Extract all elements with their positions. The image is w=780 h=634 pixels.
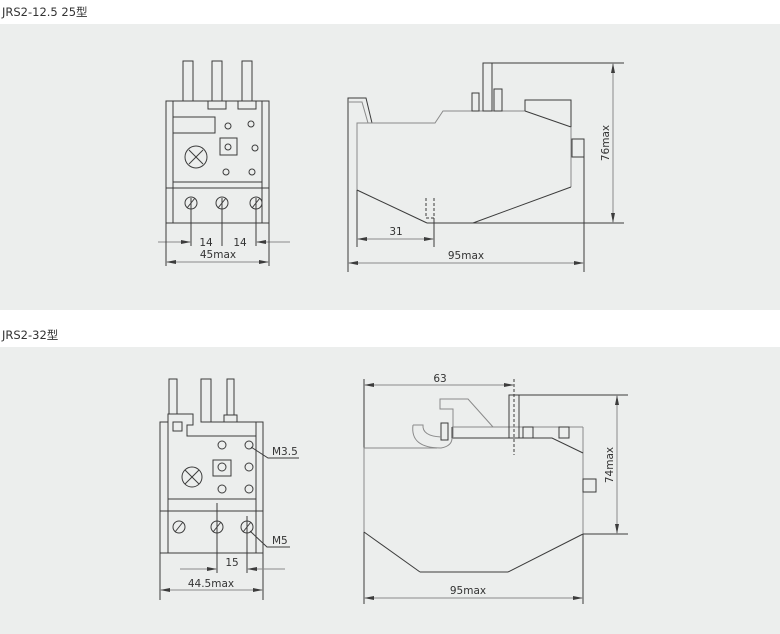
dim-depth: 95max xyxy=(450,585,486,597)
dim-offset: 63 xyxy=(433,373,446,385)
label-screw-m5: M5 xyxy=(272,535,288,547)
dim-width: 45max xyxy=(200,249,236,261)
front-view-jrs2-32: M3.5 M5 15 44.5max xyxy=(159,378,299,600)
drawing-panel-jrs2-32 xyxy=(0,347,780,634)
side-view-jrs2-12-5: 31 76max 95max xyxy=(347,62,624,272)
section-title-jrs2-32: JRS2-32型 xyxy=(2,328,59,342)
dim-offset: 31 xyxy=(389,226,402,238)
dim-height: 74max xyxy=(604,447,616,483)
dim-pitch: 15 xyxy=(225,557,238,569)
dim-pitch-2: 14 xyxy=(233,237,247,249)
front-view-jrs2-12-5: 14 14 45max xyxy=(158,60,290,266)
dim-depth: 95max xyxy=(448,250,484,262)
dim-height: 76max xyxy=(600,125,612,161)
side-view-jrs2-32: 63 74max 95max xyxy=(363,373,628,604)
dim-width: 44.5max xyxy=(188,578,234,590)
section-title-jrs2-12-5: JRS2-12.5 25型 xyxy=(2,5,88,19)
label-screw-m3-5: M3.5 xyxy=(272,446,298,458)
dim-pitch-1: 14 xyxy=(199,237,213,249)
